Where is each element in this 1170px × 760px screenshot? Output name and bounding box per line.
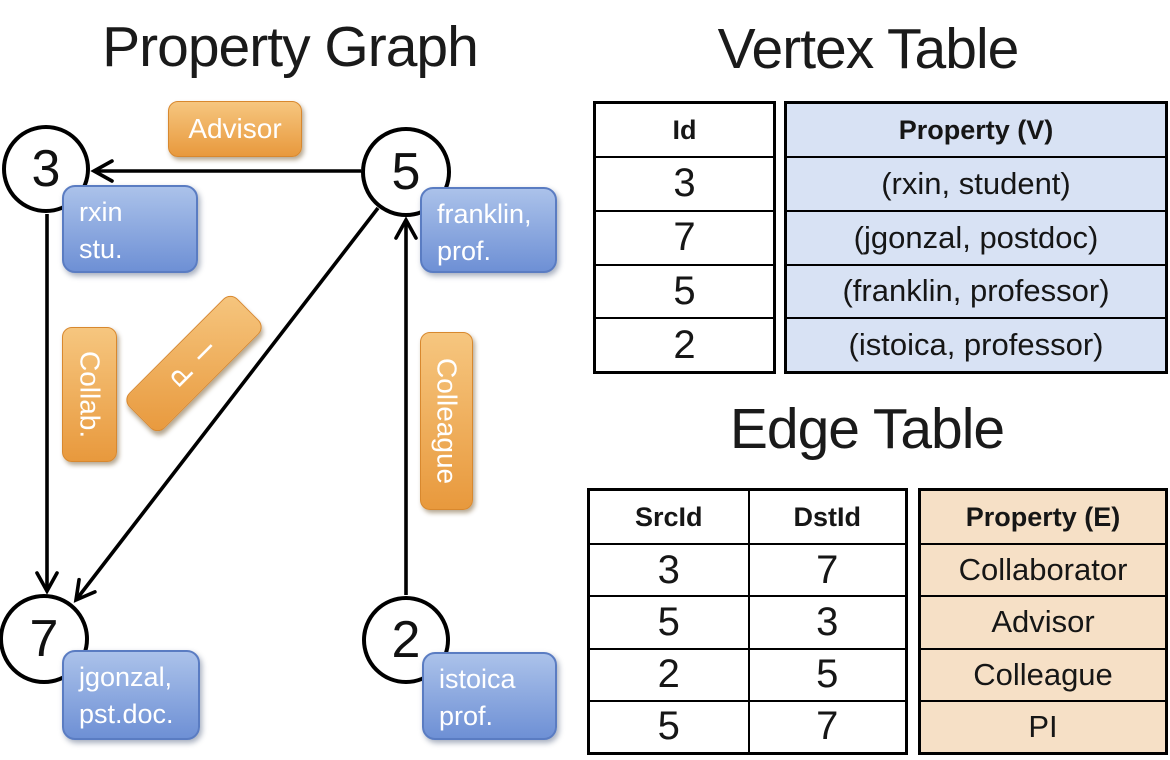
vertex-callout-line: stu. xyxy=(79,234,123,264)
vertex-callout-line: rxin xyxy=(79,197,123,227)
vertex-table-header-property: Property (V) xyxy=(898,114,1054,145)
vertex-callout-line: prof. xyxy=(439,701,494,731)
edge-table-cell-property: Colleague xyxy=(921,647,1165,700)
edge-table-cell-src: 5 xyxy=(590,699,748,752)
edge-label-colleague: Colleague xyxy=(420,332,473,510)
vertex-table-cell-id: 5 xyxy=(596,263,773,318)
edge-label-advisor: Advisor xyxy=(168,101,302,157)
edge-table-header-property: Property (E) xyxy=(965,501,1121,532)
property-graph-title: Property Graph xyxy=(102,15,479,79)
edge-table-id-columns: SrcId DstId 3 7 5 3 2 5 5 7 xyxy=(587,488,908,755)
vertex-callout-line: pst.doc. xyxy=(79,699,174,729)
node-id: 7 xyxy=(29,610,59,668)
graph-node-5: 5 xyxy=(361,127,451,217)
graph-node-2: 2 xyxy=(362,596,450,684)
vertex-table-cell-property: (rxin, student) xyxy=(787,156,1165,210)
vertex-table-property-column: Property (V) (rxin, student) (jgonzal, p… xyxy=(784,101,1168,374)
vertex-callout-line: prof. xyxy=(437,236,492,266)
edge-table-header-dstid: DstId xyxy=(747,491,906,543)
vertex-table-cell-id: 7 xyxy=(596,209,773,264)
node-id: 3 xyxy=(31,140,61,198)
edge-table-cell-property: PI xyxy=(921,699,1165,752)
vertex-table-cell-property: (istoica, professor) xyxy=(787,317,1165,371)
edge-table-cell-src: 2 xyxy=(590,647,748,700)
edge-table-property-column: Property (E) Collaborator Advisor Collea… xyxy=(918,488,1168,755)
vertex-table-title: Vertex Table xyxy=(717,17,1020,81)
vertex-callout-3: rxin stu. xyxy=(62,185,198,273)
vertex-table-cell-property: (franklin, professor) xyxy=(787,263,1165,318)
vertex-table-cell-property: (jgonzal, postdoc) xyxy=(787,209,1165,264)
edge-table-cell-dst: 5 xyxy=(747,647,905,700)
edge-table-cell-src: 3 xyxy=(590,543,748,595)
edge-label-collab: Collab. xyxy=(62,327,117,462)
vertex-table-cell-id: 2 xyxy=(596,317,773,371)
edge-table-cell-property: Collaborator xyxy=(921,543,1165,595)
edge-table-header-srcid: SrcId xyxy=(634,501,703,532)
vertex-callout-5: franklin, prof. xyxy=(420,187,557,273)
edge-table-title: Edge Table xyxy=(729,397,1005,461)
edge-table-cell-src: 5 xyxy=(590,595,748,647)
edge-table-cell-dst: 3 xyxy=(747,595,905,648)
node-id: 5 xyxy=(391,143,421,201)
vertex-callout-line: jgonzal, xyxy=(79,662,173,692)
vertex-callout-line: istoica xyxy=(439,664,516,694)
vertex-table-header-id: Id xyxy=(672,114,697,145)
edge-table-cell-dst: 7 xyxy=(747,543,905,596)
edge-table-cell-property: Advisor xyxy=(921,595,1165,647)
vertex-table-cell-id: 3 xyxy=(596,156,773,210)
node-id: 2 xyxy=(391,611,421,669)
edge-pi-arrow xyxy=(73,206,380,603)
vertex-callout-2: istoica prof. xyxy=(422,652,557,740)
graph-edges xyxy=(35,159,418,603)
edge-table-cell-dst: 7 xyxy=(747,699,905,752)
vertex-callout-line: franklin, xyxy=(437,199,532,229)
vertex-table-id-column: Id 3 7 5 2 xyxy=(593,101,776,374)
vertex-callout-7: jgonzal, pst.doc. xyxy=(62,650,200,740)
